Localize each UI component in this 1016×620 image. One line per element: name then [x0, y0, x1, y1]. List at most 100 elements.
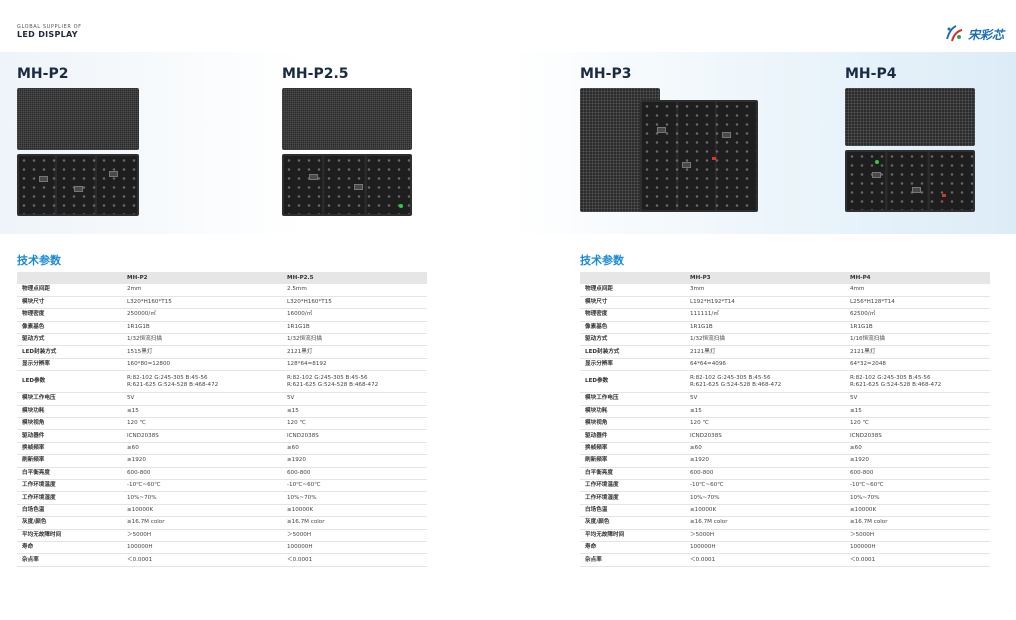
spec-value: ≥10000K [685, 504, 845, 518]
spec-value: 1/32恒流扫描 [282, 333, 427, 347]
spec-label: 工作环境温度 [580, 479, 685, 493]
spec-value: ≥60 [122, 442, 282, 456]
spec-value: 3mm [685, 284, 845, 297]
spec-value: 1R1G1B [685, 321, 845, 335]
spec-value: 600-800 [122, 467, 282, 480]
spec-label: LED参数 [17, 370, 122, 394]
spec-value: ≤15 [845, 405, 990, 419]
led-param-line: R:82-102 G:245-305 B:45-56 [690, 374, 771, 381]
spec-label: 白场色温 [580, 504, 685, 518]
spec-value: 5V [685, 392, 845, 406]
spec-value: 100000H [122, 541, 282, 555]
spec-value: 111111/㎡ [685, 308, 845, 322]
brand-subtitle: GLOBAL SUPPLIER OF [17, 24, 82, 30]
spec-value: 1R1G1B [282, 321, 427, 335]
spec-value: ICND2038S [685, 429, 845, 443]
spec-value: 2121黑灯 [282, 345, 427, 359]
spec-value: 10%~70% [122, 491, 282, 505]
table-row: 工作环境温度-10℃~60℃-10℃~60℃ [580, 479, 990, 493]
spec-label: 杂点率 [580, 553, 685, 567]
brand-header: GLOBAL SUPPLIER OF LED DISPLAY [17, 24, 82, 40]
spec-value: 100000H [685, 541, 845, 555]
spec-value: L256*H128*T14 [845, 296, 990, 310]
table-row: 灰度/颜色≥16.7M color≥16.7M color [17, 516, 427, 530]
spec-value: 120 ℃ [282, 417, 427, 431]
spec-value: ≥1920 [122, 454, 282, 468]
spec-header-cell [580, 272, 685, 284]
spec-value: ＜0.0001 [122, 553, 282, 567]
spec-label: 刷新频率 [580, 454, 685, 468]
spec-value: 1/32恒流扫描 [122, 333, 282, 347]
spec-label: LED封装方式 [17, 345, 122, 359]
spec-label: 平均无故障时间 [17, 529, 122, 542]
spec-value: ≥16.7M color [122, 516, 282, 530]
spec-value: ＞5000H [845, 529, 990, 542]
spec-label: 平均无故障时间 [580, 529, 685, 542]
module-back-image-p4 [845, 150, 975, 212]
spec-value: 64*64=4096 [685, 358, 845, 372]
spec-value: 1515黑灯 [122, 345, 282, 359]
spec-value: L320*H160*T15 [282, 296, 427, 310]
spec-label: 灰度/颜色 [580, 516, 685, 530]
spec-value: 600-800 [685, 467, 845, 480]
spec-value: 600-800 [282, 467, 427, 480]
spec-value: ≥1920 [685, 454, 845, 468]
spec-section-title-left: 技术参数 [17, 254, 61, 267]
logo-text: 宋彩芯 [967, 27, 1004, 42]
spec-value: ＞5000H [685, 529, 845, 542]
table-row: 平均无故障时间＞5000H＞5000H [17, 529, 427, 542]
spec-value: 10%~70% [685, 491, 845, 505]
led-param-line: R:82-102 G:245-305 B:45-56 [287, 374, 368, 381]
spec-value: 4mm [845, 284, 990, 297]
module-front-image-p4 [845, 88, 975, 146]
led-param-line: R:621-625 G:524-528 B:468-472 [690, 381, 782, 388]
spec-value: -10℃~60℃ [845, 479, 990, 493]
brand-title: LED DISPLAY [17, 30, 78, 39]
spec-label: 寿命 [580, 541, 685, 555]
spec-value: 2.5mm [282, 284, 427, 297]
spec-value: L192*H192*T14 [685, 296, 845, 310]
spec-value: 100000H [845, 541, 990, 555]
spec-value: 16000/㎡ [282, 308, 427, 322]
spec-header-cell: MH-P3 [685, 272, 845, 284]
spec-value: 100000H [282, 541, 427, 555]
spec-header-cell: MH-P2 [122, 272, 282, 284]
led-param-line: R:621-625 G:524-528 B:468-472 [127, 381, 219, 388]
spec-value: ≥16.7M color [685, 516, 845, 530]
spec-value: ＜0.0001 [282, 553, 427, 567]
spec-value: 5V [122, 392, 282, 406]
model-title-p2-5: MH-P2.5 [282, 66, 349, 82]
spec-header-cell: MH-P4 [845, 272, 990, 284]
module-back-image-p2-5 [282, 154, 412, 216]
spec-section-title-right: 技术参数 [580, 254, 624, 267]
spec-value: 2mm [122, 284, 282, 297]
spec-label: 换帧频率 [580, 442, 685, 456]
spec-value: ≥10000K [845, 504, 990, 518]
table-row: 模块功耗≤15≤15 [580, 405, 990, 419]
spec-value: -10℃~60℃ [122, 479, 282, 493]
table-row: 工作环境温度-10℃~60℃-10℃~60℃ [17, 479, 427, 493]
spec-label: 白平衡亮度 [580, 467, 685, 480]
spec-label: 物理点间距 [580, 284, 685, 297]
spec-label: 灰度/颜色 [17, 516, 122, 530]
spec-label: 像素基色 [17, 321, 122, 335]
spec-value: 2121黑灯 [685, 345, 845, 359]
spec-value: 5V [845, 392, 990, 406]
